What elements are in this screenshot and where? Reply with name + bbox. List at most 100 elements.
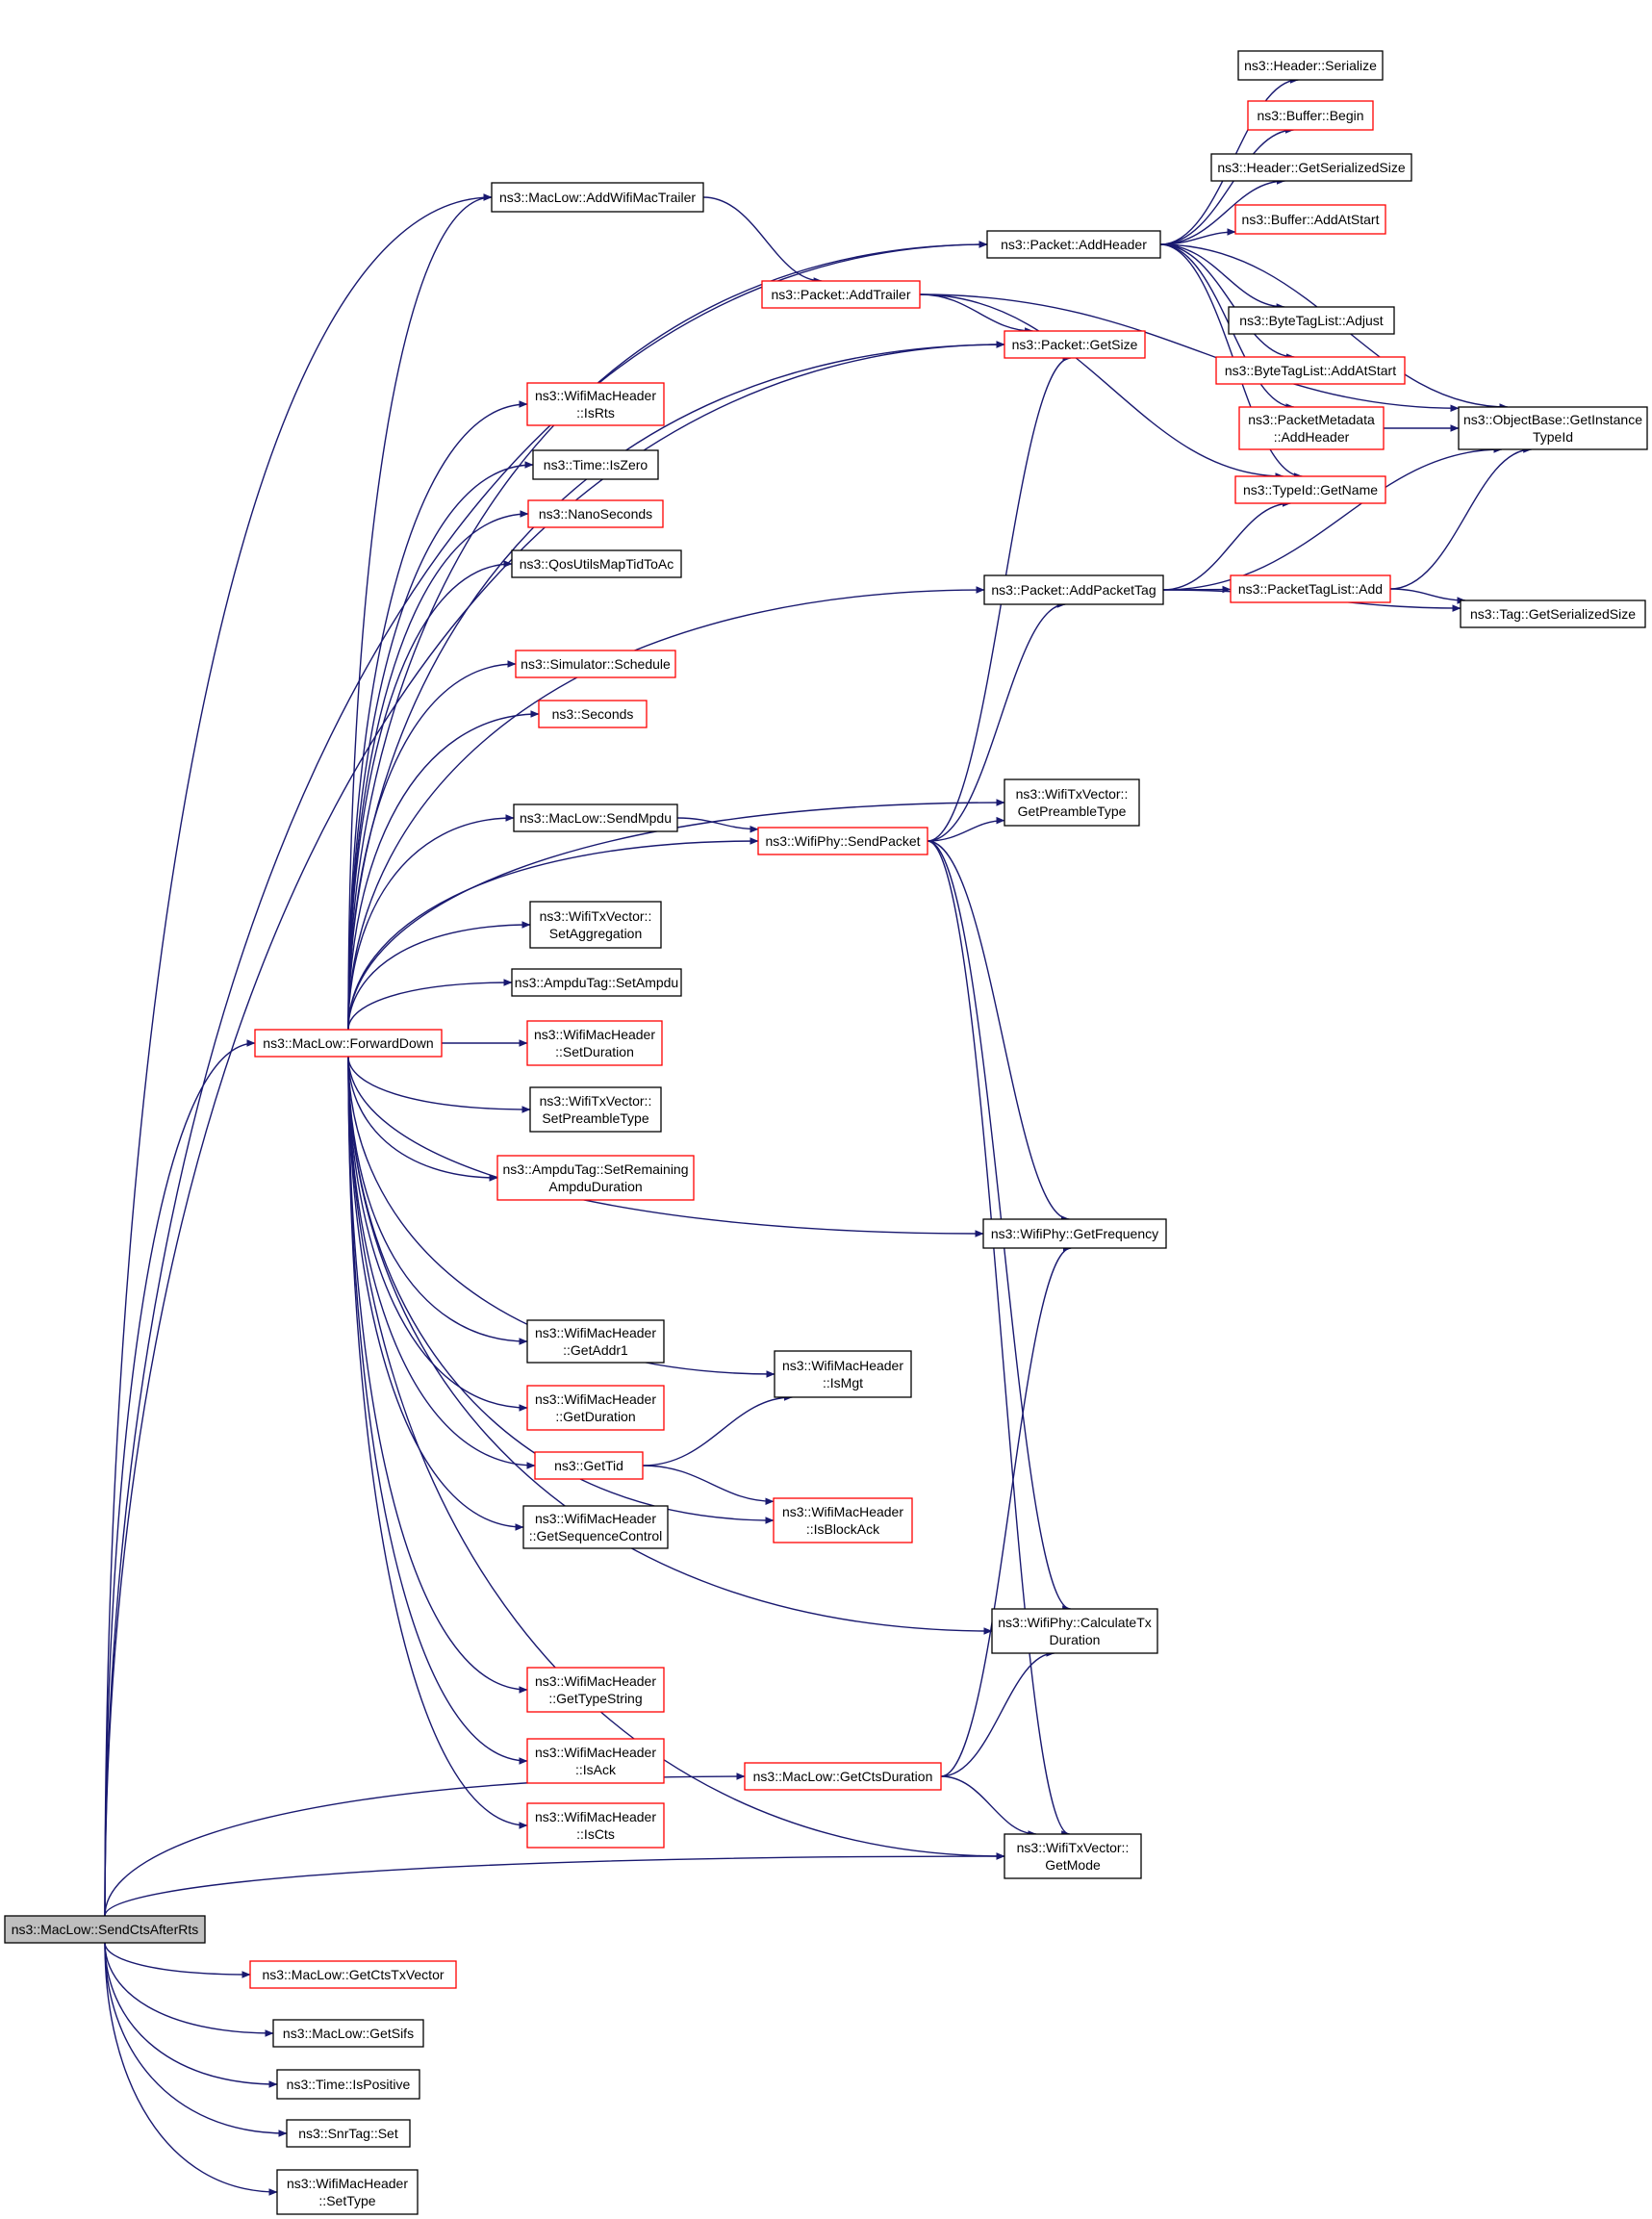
node-seconds[interactable]: ns3::Seconds [538,700,648,728]
node-setduration[interactable]: ns3::WifiMacHeader::SetDuration [526,1020,663,1066]
node-getpreambletype[interactable]: ns3::WifiTxVector::GetPreambleType [1004,778,1140,827]
node-label: ns3::Simulator::Schedule [521,656,671,672]
node-wifiphy_sendpacket[interactable]: ns3::WifiPhy::SendPacket [757,827,928,855]
node-addwifimactrailer[interactable]: ns3::MacLow::AddWifiMacTrailer [491,182,704,213]
node-label: ns3::SnrTag::Set [298,2126,398,2141]
function-nodes: ns3::MacLow::SendCtsAfterRtsns3::MacLow:… [4,50,1648,2215]
node-label: TypeId [1533,429,1573,445]
edge-packet_addtrailer-to-objectbase_getinstancetypeid [919,293,1460,413]
node-label: ::SetDuration [555,1044,634,1059]
node-iscts[interactable]: ns3::WifiMacHeader::IsCts [526,1802,665,1849]
node-label: ::GetAddr1 [563,1342,628,1358]
node-label: ns3::Header::Serialize [1244,58,1377,73]
node-snrtag_set[interactable]: ns3::SnrTag::Set [286,2119,411,2148]
node-label: ns3::NanoSeconds [539,506,652,522]
node-header_serialize[interactable]: ns3::Header::Serialize [1237,50,1384,81]
node-root[interactable]: ns3::MacLow::SendCtsAfterRts [4,1915,206,1944]
node-box [1004,1833,1142,1879]
node-isrts[interactable]: ns3::WifiMacHeader::IsRts [526,382,665,426]
node-label: ns3::MacLow::AddWifiMacTrailer [499,190,696,205]
node-getsequencecontrol[interactable]: ns3::WifiMacHeader::GetSequenceControl [522,1505,669,1549]
node-box [982,1218,1167,1249]
node-getmode[interactable]: ns3::WifiTxVector::GetMode [1004,1833,1142,1879]
node-tag_getserializedsize[interactable]: ns3::Tag::GetSerializedSize [1460,599,1646,628]
node-label: ns3::Time::IsZero [544,457,648,472]
edge-forwarddown-to-getmode [347,1056,1005,1860]
edge-forwarddown-to-sendmpdu [347,814,515,1031]
node-ampdutag_setampdu[interactable]: ns3::AmpduTag::SetAmpdu [511,968,682,997]
node-packet_addheader[interactable]: ns3::Packet::AddHeader [986,230,1161,259]
node-packetmetadata_addheader[interactable]: ns3::PacketMetadata::AddHeader [1238,406,1385,450]
edge-packet_addpackettag-to-objectbase_getinstancetypeid [1162,446,1503,591]
edge-root-to-addwifimactrailer [104,193,493,1917]
node-getsifs[interactable]: ns3::MacLow::GetSifs [272,2019,424,2048]
node-label: ns3::MacLow::SendCtsAfterRts [12,1922,199,1937]
node-label: ns3::WifiPhy::GetFrequency [991,1226,1158,1241]
node-gettypestring[interactable]: ns3::WifiMacHeader::GetTypeString [526,1667,665,1713]
edge-packet_addheader-to-bytetaglist_adjust [1159,243,1285,311]
node-header_getserializedsize[interactable]: ns3::Header::GetSerializedSize [1210,153,1412,182]
node-box [526,1738,665,1784]
edge-packet_addpackettag-to-typeid_getname [1162,499,1291,591]
node-label: ns3::Packet::AddTrailer [772,287,911,302]
node-label: ns3::MacLow::ForwardDown [263,1035,433,1051]
node-box [254,1029,443,1058]
node-box [526,1802,665,1849]
edge-wifiphy_sendpacket-to-wifiphy_getfrequency [927,840,1070,1223]
node-gettid[interactable]: ns3::GetTid [534,1451,644,1480]
node-packettaglist_add[interactable]: ns3::PacketTagList::Add [1230,574,1391,603]
edge-packet_addheader-to-header_getserializedsize [1159,177,1285,245]
edge-root-to-settype [104,1942,278,2196]
node-simulator_schedule[interactable]: ns3::Simulator::Schedule [515,650,676,678]
node-label: ::IsCts [576,1826,615,1842]
call-edges [104,76,1533,2196]
node-buffer_addatstart[interactable]: ns3::Buffer::AddAtStart [1234,204,1386,235]
node-wifiphy_getfrequency[interactable]: ns3::WifiPhy::GetFrequency [982,1218,1167,1249]
node-box [286,2119,411,2148]
node-label: ns3::Packet::AddPacketTag [991,582,1156,598]
node-getaddr1[interactable]: ns3::WifiMacHeader::GetAddr1 [526,1319,665,1364]
node-bytetaglist_addatstart[interactable]: ns3::ByteTagList::AddAtStart [1215,356,1406,385]
node-time_iszero[interactable]: ns3::Time::IsZero [532,449,659,480]
node-getduration[interactable]: ns3::WifiMacHeader::GetDuration [526,1385,665,1431]
node-label: ::AddHeader [1274,429,1350,445]
node-qosutilsmaptidtoac[interactable]: ns3::QosUtilsMapTidToAc [511,549,682,578]
node-box [496,1155,695,1201]
edge-forwarddown-to-getduration [347,1056,528,1412]
edge-packet_addtrailer-to-typeid_getname [919,293,1284,480]
node-box [527,499,664,528]
node-box [1238,406,1385,450]
node-forwarddown[interactable]: ns3::MacLow::ForwardDown [254,1029,443,1058]
node-isack[interactable]: ns3::WifiMacHeader::IsAck [526,1738,665,1784]
node-time_ispositive[interactable]: ns3::Time::IsPositive [276,2069,420,2100]
node-nanoseconds[interactable]: ns3::NanoSeconds [527,499,664,528]
node-getctsduration[interactable]: ns3::MacLow::GetCtsDuration [744,1762,942,1791]
node-typeid_getname[interactable]: ns3::TypeId::GetName [1234,475,1386,504]
node-settype[interactable]: ns3::WifiMacHeader::SetType [276,2169,419,2215]
node-getctstxvector[interactable]: ns3::MacLow::GetCtsTxVector [249,1960,457,1989]
node-buffer_begin[interactable]: ns3::Buffer::Begin [1247,100,1374,131]
node-bytetaglist_adjust[interactable]: ns3::ByteTagList::Adjust [1228,306,1395,335]
node-setpreambletype[interactable]: ns3::WifiTxVector::SetPreambleType [529,1086,662,1133]
node-box [511,968,682,997]
node-box [529,1086,662,1133]
node-packet_addpackettag[interactable]: ns3::Packet::AddPacketTag [983,574,1164,605]
node-label: ns3::ObjectBase::GetInstance [1463,412,1642,427]
edge-packet_addheader-to-bytetaglist_addatstart [1159,243,1295,361]
node-setaggregation[interactable]: ns3::WifiTxVector::SetAggregation [529,901,662,949]
node-label: ::IsMgt [823,1375,863,1390]
node-ismgt[interactable]: ns3::WifiMacHeader::IsMgt [774,1350,912,1398]
node-packet_addtrailer[interactable]: ns3::Packet::AddTrailer [761,280,921,309]
edge-packettaglist_add-to-tag_getserializedsize [1389,588,1466,604]
node-sendmpdu[interactable]: ns3::MacLow::SendMpdu [513,803,678,832]
node-isblockack[interactable]: ns3::WifiMacHeader::IsBlockAck [773,1497,913,1543]
node-label: ns3::WifiMacHeader [782,1358,903,1373]
node-packet_getsize[interactable]: ns3::Packet::GetSize [1004,330,1146,359]
node-label: ns3::Buffer::Begin [1257,108,1363,123]
edge-getctsduration-to-wifiphy_getfrequency [940,1244,1072,1777]
node-label: ::IsRts [576,405,615,421]
edge-forwarddown-to-ampdutag_setampdu [347,979,513,1031]
